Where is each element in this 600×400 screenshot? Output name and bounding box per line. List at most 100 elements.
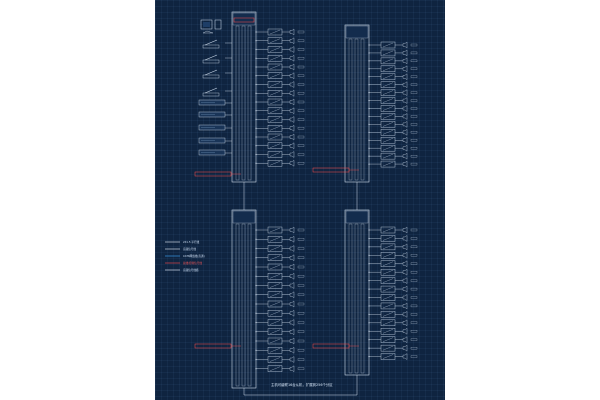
- zone-tag: [297, 135, 305, 139]
- zone-dot: [368, 92, 370, 94]
- zone-dot: [368, 147, 370, 149]
- zone-dot: [255, 229, 257, 231]
- speaker-icon: [289, 89, 295, 97]
- zone-dot: [368, 254, 370, 256]
- amplifier-symbol: [269, 117, 281, 122]
- speaker-icon: [402, 268, 408, 276]
- amplifier-symbol: [269, 29, 281, 35]
- rack-column: [360, 223, 365, 374]
- zone-dot: [255, 358, 257, 361]
- zone-tag: [297, 228, 305, 232]
- zone-tag: [297, 330, 305, 333]
- zone-dot: [255, 57, 257, 59]
- red-callout-2: [194, 343, 232, 349]
- speaker-icon: [289, 28, 295, 36]
- microphone-base-icon: [202, 74, 220, 79]
- zone-dot: [368, 237, 370, 240]
- speaker-icon: [289, 263, 295, 271]
- rack-column: [247, 223, 252, 387]
- zone-dot: [255, 118, 257, 121]
- zone-tag: [410, 99, 418, 102]
- speaker-icon: [289, 337, 295, 345]
- zone-tag: [410, 338, 418, 341]
- rack-column: [348, 223, 353, 374]
- amplifier-symbol: [382, 74, 394, 79]
- zone-tag: [410, 51, 418, 55]
- zone-dot: [255, 145, 257, 147]
- legend-label-3: 总线/控制信号线: [183, 261, 202, 265]
- microphone-icon: [204, 54, 218, 61]
- zone-tag: [410, 287, 418, 291]
- zone-dot: [255, 48, 257, 51]
- zone-dot: [255, 101, 257, 103]
- rack-column: [241, 223, 246, 387]
- sources-layer: [198, 19, 232, 156]
- speaker-icon: [402, 336, 408, 344]
- diagram-caption: 主机可级联16台从机，扩展到256个分区: [271, 382, 333, 387]
- zone-dot: [255, 349, 257, 351]
- amplifier-symbol: [269, 274, 281, 279]
- speaker-icon: [289, 124, 295, 132]
- zone-dot: [255, 238, 257, 240]
- amplifier-symbol: [382, 114, 394, 119]
- speaker-icon: [402, 243, 408, 251]
- zone-tag: [297, 238, 305, 241]
- zone-tag: [410, 131, 418, 134]
- rack-column: [235, 25, 240, 181]
- zone-tag: [297, 30, 305, 34]
- amplifier-symbol: [382, 42, 394, 48]
- speaker-icon: [402, 277, 408, 284]
- amplifier-symbol: [269, 301, 281, 307]
- zone-tag: [410, 237, 418, 240]
- zone-tag: [297, 339, 305, 343]
- amplifier-symbol: [382, 106, 394, 111]
- speaker-icon: [289, 72, 295, 80]
- red-callout-3: [312, 343, 350, 349]
- amplifier-symbol: [269, 338, 281, 344]
- amplifier-symbol: [382, 337, 394, 342]
- zone-dot: [255, 66, 257, 68]
- zone-tag: [297, 358, 305, 361]
- zone-dot: [255, 127, 257, 129]
- zone-dot: [368, 322, 370, 324]
- amplifier-symbol: [382, 146, 394, 151]
- zone-dot: [368, 123, 370, 125]
- legend-label-2: CAT6网络线(直通): [183, 254, 205, 258]
- speaker-icon: [402, 311, 408, 318]
- zone-tag: [410, 279, 418, 282]
- speaker-icon: [289, 356, 295, 363]
- amplifier-symbol: [382, 161, 394, 167]
- speaker-icon: [289, 300, 295, 308]
- speaker-icon: [289, 116, 295, 123]
- amplifier-symbol: [382, 50, 394, 56]
- speaker-icon: [402, 41, 408, 49]
- speaker-icon: [289, 245, 295, 252]
- legend-item-4: 音频信号线缆: [165, 268, 199, 272]
- unit-master: [231, 11, 305, 183]
- zone-dot: [368, 355, 370, 358]
- amplifier-symbol: [382, 138, 394, 143]
- zone-dot: [368, 313, 370, 315]
- amplifier-symbol: [382, 122, 394, 127]
- amplifier-symbol: [269, 357, 281, 362]
- amplifier-symbol: [382, 286, 394, 292]
- amplifier-symbol: [269, 152, 281, 157]
- speaker-icon: [289, 319, 295, 326]
- zone-tag: [410, 107, 418, 110]
- zone-dot: [368, 246, 370, 248]
- master-alarm-highlight: [233, 17, 255, 23]
- speaker-icon: [289, 365, 295, 373]
- zone-tag: [297, 312, 305, 315]
- zone-dot: [368, 271, 370, 273]
- microphone-base-icon: [202, 44, 220, 49]
- amplifier-symbol: [382, 312, 394, 317]
- zone-dot: [255, 247, 257, 250]
- legend-label-1: 音频信号线: [183, 247, 196, 251]
- legend-item-1: 音频信号线: [165, 247, 196, 251]
- zone-dot: [368, 296, 370, 299]
- amplifier-symbol: [382, 278, 394, 283]
- speaker-icon: [289, 272, 295, 280]
- zone-dot: [255, 331, 257, 333]
- speaker-icon: [402, 226, 408, 234]
- amplifier-symbol: [269, 320, 281, 325]
